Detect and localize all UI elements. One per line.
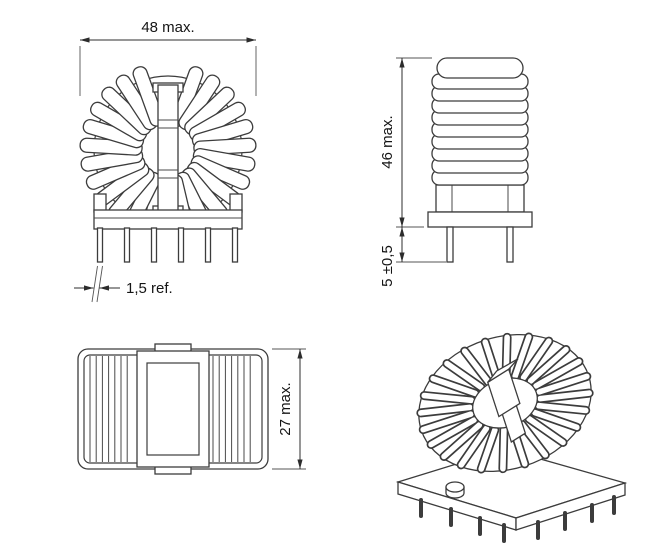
dim-height: 46 max. (379, 57, 432, 228)
iso-center-clip (486, 358, 527, 443)
dim-pin-width-label: 1,5 ref. (126, 280, 173, 297)
top-view (77, 343, 269, 475)
front-view (79, 66, 257, 263)
side-view (427, 57, 533, 263)
dim-width: 48 max. (79, 19, 257, 96)
base-mask (88, 229, 248, 243)
iso-toroid (416, 332, 594, 474)
side-turns (431, 57, 529, 186)
dim-depth: 27 max. (272, 348, 306, 470)
iso-washer (445, 481, 465, 499)
front-winding (79, 66, 257, 239)
dim-pin-width: 1,5 ref. (74, 265, 173, 303)
dim-height-label: 46 max. (379, 115, 396, 168)
iso-pins (419, 495, 616, 543)
dim-pin-length-label: 5 ±0,5 (379, 245, 396, 287)
front-base (93, 193, 243, 230)
dim-width-label: 48 max. (141, 19, 194, 36)
side-pins (446, 226, 514, 263)
iso-winding (416, 332, 594, 474)
side-body (427, 184, 533, 228)
dim-depth-label: 27 max. (277, 382, 294, 435)
top-center (136, 343, 210, 475)
front-pins (96, 227, 239, 263)
top-lines (89, 356, 251, 462)
front-center-clip (152, 82, 184, 216)
iso-base (395, 448, 628, 531)
dim-pin-length: 5 ±0,5 (379, 227, 446, 287)
isometric-view (395, 332, 628, 543)
